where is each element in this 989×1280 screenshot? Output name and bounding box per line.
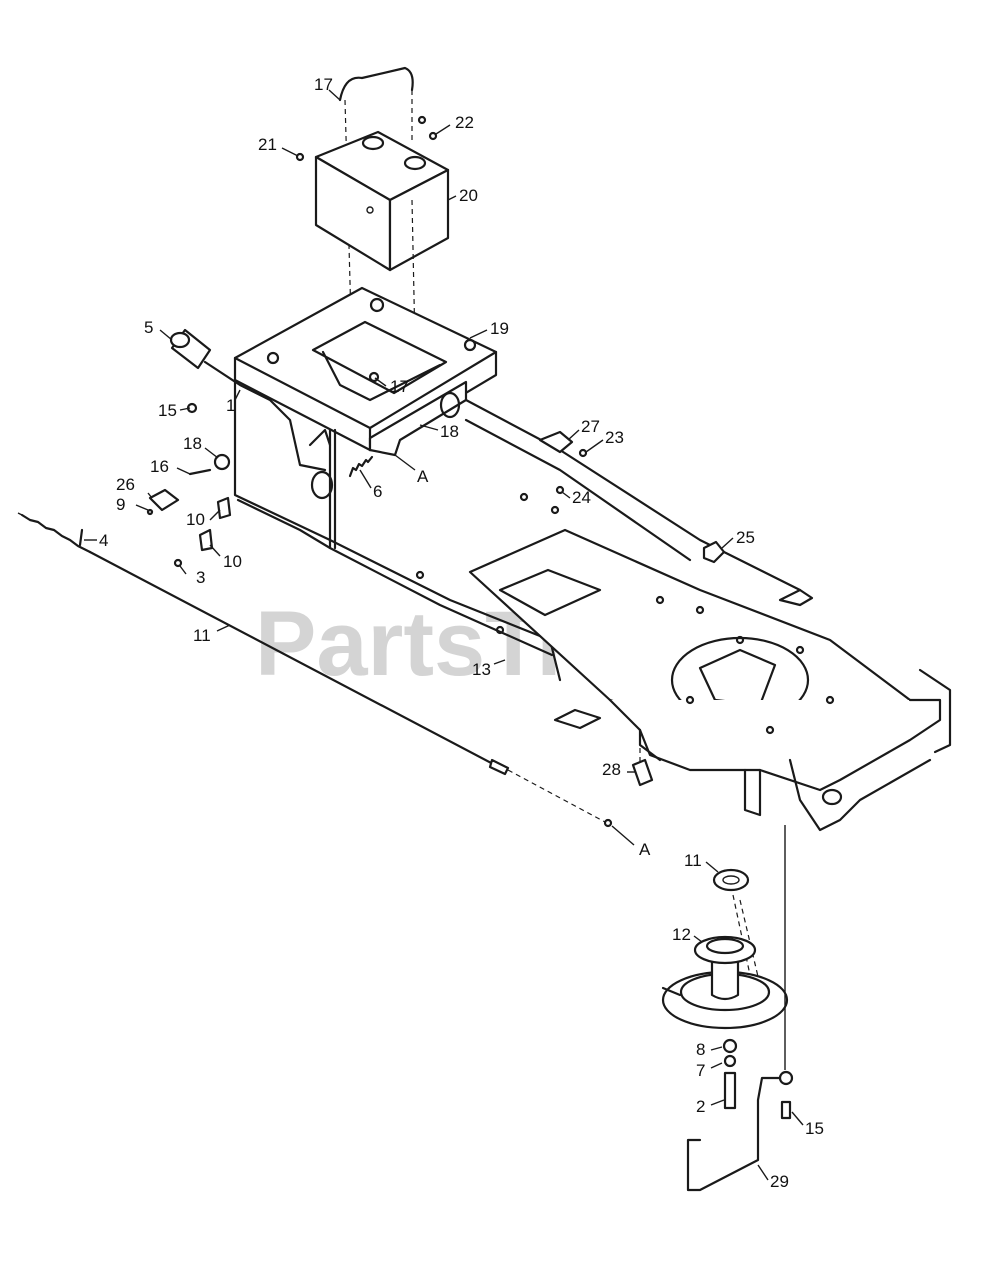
bushing-18 (213, 453, 231, 471)
callout-11: 11 (193, 626, 211, 645)
callout-22: 20 (459, 186, 478, 205)
callout-30: 28 (602, 760, 621, 779)
washer-8 (722, 1038, 738, 1054)
washer-top (417, 115, 427, 125)
idler-arm-31 (686, 1076, 786, 1192)
callout-16: 16 (150, 457, 169, 476)
callout-A-lower: A (639, 840, 651, 859)
callout-27: 25 (736, 528, 755, 547)
bushing-12 (712, 868, 750, 892)
callout-24: 22 (455, 113, 474, 132)
callout-10-lower: 10 (223, 552, 242, 571)
pin-4 (78, 528, 84, 547)
callout-15-right: 15 (805, 1119, 824, 1138)
clip-27 (702, 540, 726, 564)
bolt-16 (188, 468, 212, 476)
bracket-29 (538, 430, 574, 454)
nut-23 (295, 152, 305, 162)
idler-assembly (661, 825, 794, 1192)
leader-lines (84, 89, 804, 1181)
callout-28: 26 (116, 475, 135, 494)
callout-labels: 17 21 22 20 19 5 15 1 17 18 16 6 A 18 27… (99, 75, 824, 1191)
callout-2: 2 (696, 1097, 705, 1116)
callout-1: 1 (226, 396, 235, 415)
callout-26: 24 (572, 488, 591, 507)
nut-25 (578, 448, 588, 458)
nut-7 (723, 1054, 737, 1068)
switch-28 (148, 488, 180, 512)
callout-29: 27 (581, 417, 600, 436)
callout-21: 19 (490, 319, 509, 338)
callout-15-left: 15 (158, 401, 177, 420)
callout-8: 8 (696, 1040, 705, 1059)
clip-10-upper (216, 496, 232, 520)
callout-5: 5 (144, 318, 153, 337)
clip-10-lower (198, 528, 214, 552)
nut-3 (173, 558, 183, 568)
knob (169, 328, 212, 370)
callout-14: 13 (472, 660, 491, 679)
callout-13: 12 (672, 925, 691, 944)
callout-23: 21 (258, 135, 277, 154)
lift-lever (203, 360, 332, 472)
nut-26 (555, 485, 565, 495)
callout-31: 29 (770, 1172, 789, 1191)
callout-7: 7 (696, 1061, 705, 1080)
callout-6: 6 (373, 482, 382, 501)
callout-20: 18 (440, 422, 459, 441)
screw-9 (146, 508, 154, 516)
main-frame (233, 378, 952, 832)
clip-30 (631, 758, 654, 787)
callout-A-upper: A (417, 467, 429, 486)
callout-9: 9 (116, 495, 125, 514)
cable (17, 512, 613, 828)
callout-19: 17 (314, 75, 333, 94)
callout-25: 23 (605, 428, 624, 447)
callout-17: 17 (390, 377, 409, 396)
callout-10-upper: 10 (186, 510, 205, 529)
battery (314, 130, 450, 346)
nut-24 (428, 131, 438, 141)
callout-18: 18 (183, 434, 202, 453)
bolt-2 (723, 1071, 737, 1110)
callout-12: 11 (684, 851, 702, 870)
spring (348, 455, 374, 478)
callout-3: 3 (196, 568, 205, 587)
callout-4: 4 (99, 531, 108, 550)
battery-tray (233, 286, 498, 500)
bolt-15-right (780, 1100, 792, 1120)
